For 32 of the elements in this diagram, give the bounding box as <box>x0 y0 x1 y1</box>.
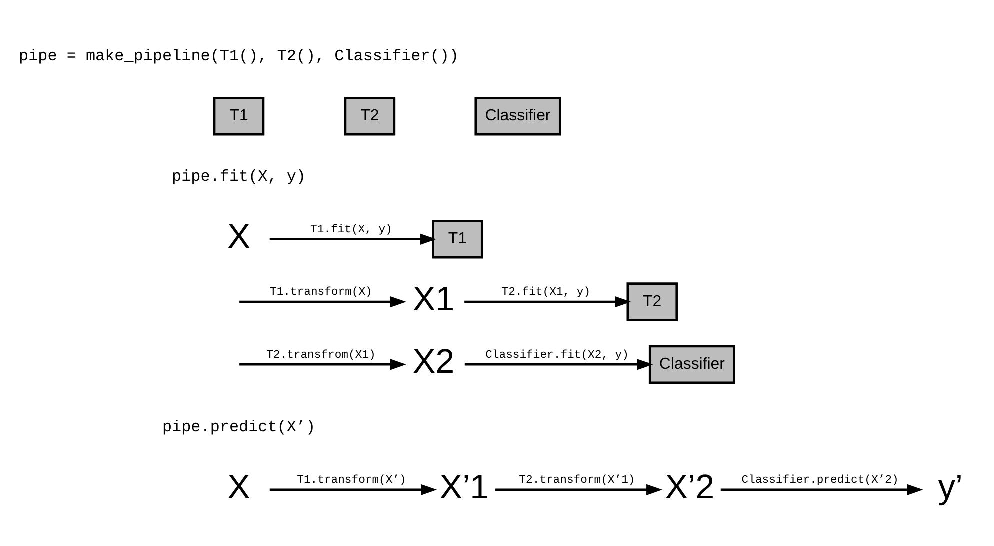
edge-label: T1.transform(X) <box>270 287 372 300</box>
node-text: X <box>227 468 250 506</box>
arrow <box>720 484 923 496</box>
node-box: T1 <box>212 97 264 136</box>
node-text: X2 <box>412 343 454 382</box>
node-box: T2 <box>626 282 678 322</box>
node-box: T2 <box>344 97 396 136</box>
node-text: y’ <box>938 468 963 506</box>
label: pipe = make_pipeline(T1(), T2(), Classifier()) <box>18 47 458 66</box>
arrow <box>269 484 437 496</box>
label: pipe.predict(X’) <box>162 418 316 437</box>
node-box: T1 <box>432 220 483 259</box>
edge-label: T1.transform(X’) <box>296 475 406 488</box>
edge-label: Classifier.predict(X’2) <box>741 475 898 488</box>
edge-label: Classifier.fit(X2, y) <box>485 350 628 362</box>
arrow <box>269 234 436 245</box>
arrow <box>239 359 406 370</box>
edge-label: T2.transform(X’1) <box>518 475 635 488</box>
node-box: Classifier <box>648 345 735 384</box>
node-text: X1 <box>412 280 454 319</box>
arrow <box>464 296 631 308</box>
label: pipe.fit(X, y) <box>172 168 306 186</box>
edge-label: T2.fit(X1, y) <box>501 287 590 300</box>
node-text: X’2 <box>664 468 714 506</box>
node-text: X <box>227 218 250 256</box>
arrow <box>239 296 406 308</box>
node-text: X’1 <box>439 468 489 506</box>
edge-label: T2.transfrom(X1) <box>266 350 376 362</box>
arrow <box>464 359 653 370</box>
arrow <box>494 484 662 496</box>
node-box: Classifier <box>474 97 561 136</box>
edge-label: T1.fit(X, y) <box>310 224 392 237</box>
